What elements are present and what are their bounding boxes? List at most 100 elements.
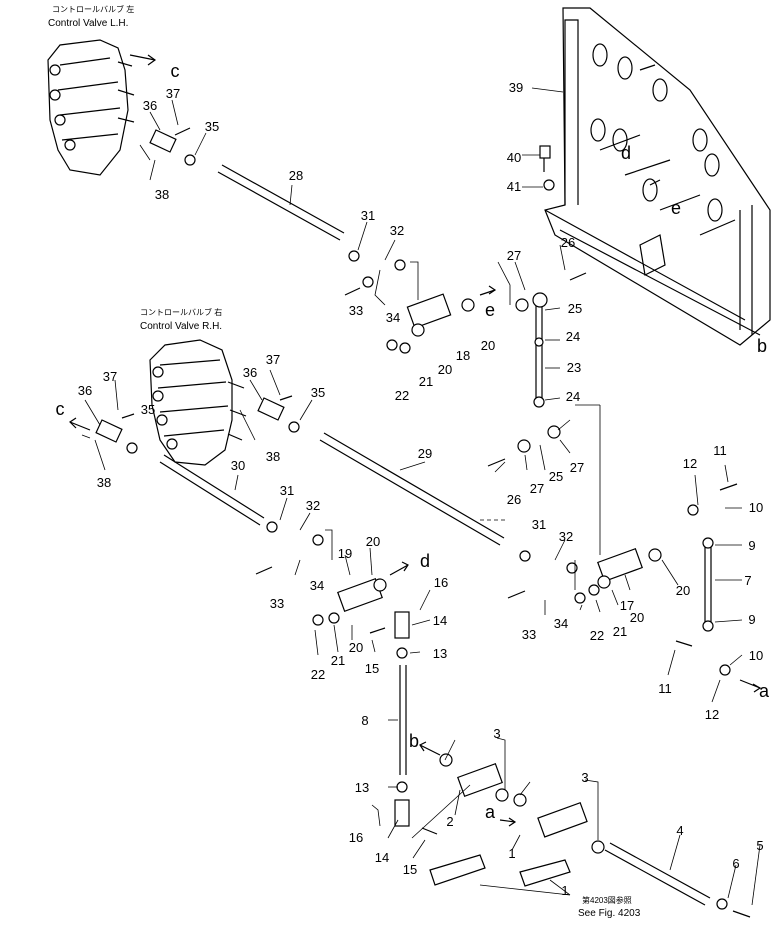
callout-22-c: 22 xyxy=(590,628,604,643)
callout-23: 23 xyxy=(567,360,581,375)
lever-17 xyxy=(597,547,643,583)
callout-15-lower: 15 xyxy=(403,862,417,877)
callout-31-b: 31 xyxy=(280,483,294,498)
callout-16-lower: 16 xyxy=(349,830,363,845)
callout-25-lower: 25 xyxy=(549,469,563,484)
leader-lines xyxy=(81,87,761,906)
callout-36-c: 36 xyxy=(243,365,257,380)
callout-41: 41 xyxy=(507,179,521,194)
callout-28: 28 xyxy=(289,168,303,183)
callout-1: 1 xyxy=(561,883,568,898)
callout-20-a: 20 xyxy=(481,338,495,353)
callout-10-upper: 10 xyxy=(749,500,763,515)
washers xyxy=(126,154,731,910)
caption-see-jp: 第4203図参照 xyxy=(582,895,632,905)
lever-2 xyxy=(457,762,503,798)
ref-b-plate: b xyxy=(757,336,767,356)
reference-arrows xyxy=(69,54,762,827)
callout-35-a: 35 xyxy=(205,119,219,134)
callout-39: 39 xyxy=(509,80,523,95)
callout-15-upper: 15 xyxy=(365,661,379,676)
callout-3-upper: 3 xyxy=(493,726,500,741)
rods xyxy=(159,164,712,906)
caption-rh-jp: コントロールバルブ 右 xyxy=(140,307,222,317)
callout-26-upper: 26 xyxy=(561,235,575,250)
link-left xyxy=(429,854,486,886)
callout-30: 30 xyxy=(231,458,245,473)
callout-20-e: 20 xyxy=(630,610,644,625)
callout-35-b: 35 xyxy=(141,402,155,417)
callout-33-c: 33 xyxy=(522,627,536,642)
ref-d-plate: d xyxy=(621,143,631,163)
callout-27-c: 27 xyxy=(570,460,584,475)
callout-34-a: 34 xyxy=(386,310,400,325)
callout-21-b: 21 xyxy=(331,653,345,668)
rod-29 xyxy=(319,432,505,546)
callout-9-upper: 9 xyxy=(748,538,755,553)
ref-a-lower: a xyxy=(485,802,496,822)
reference-letters: a a b b c c d d e e xyxy=(56,61,770,822)
callout-1-lever: 1 xyxy=(508,846,515,861)
callout-21-c: 21 xyxy=(613,624,627,639)
callout-18: 18 xyxy=(456,348,470,363)
callout-11-upper: 11 xyxy=(713,443,727,458)
ref-b-lower: b xyxy=(409,731,419,751)
ref-e-lever: e xyxy=(485,300,495,320)
callout-24-upper: 24 xyxy=(566,329,580,344)
callout-4: 4 xyxy=(676,823,683,838)
callout-10-lower: 10 xyxy=(749,648,763,663)
levers xyxy=(95,129,643,887)
rod-8 xyxy=(399,665,407,775)
joint-36-rh-left xyxy=(95,419,123,443)
callout-27-b: 27 xyxy=(530,481,544,496)
joint-36-rh-right xyxy=(257,397,285,421)
callout-38-c: 38 xyxy=(266,449,280,464)
joint-36-lh xyxy=(149,129,177,153)
ref-c-lower: c xyxy=(56,399,65,419)
rod-28 xyxy=(217,164,345,241)
callout-20-f: 20 xyxy=(676,583,690,598)
callout-32-a: 32 xyxy=(390,223,404,238)
clevis-14-upper xyxy=(394,611,410,639)
ref-e-plate: e xyxy=(671,198,681,218)
callout-34-c: 34 xyxy=(554,616,568,631)
callout-31-a: 31 xyxy=(361,208,375,223)
callout-20-c: 20 xyxy=(366,534,380,549)
callout-31-c: 31 xyxy=(532,517,546,532)
callout-36-b: 36 xyxy=(78,383,92,398)
callout-13-upper: 13 xyxy=(433,646,447,661)
callout-32-b: 32 xyxy=(306,498,320,513)
callout-7: 7 xyxy=(744,573,751,588)
caption-lh-jp: コントロールバルブ 左 xyxy=(52,4,134,14)
caption-see-en: See Fig. 4203 xyxy=(578,908,641,919)
ref-c-upper: c xyxy=(171,61,180,81)
lever-18 xyxy=(406,293,452,329)
callout-37-b: 37 xyxy=(103,369,117,384)
callout-11-lower: 11 xyxy=(658,681,672,696)
rod-23 xyxy=(535,300,543,400)
rod-30 xyxy=(159,454,265,526)
callout-16-upper: 16 xyxy=(434,575,448,590)
callout-29: 29 xyxy=(418,446,432,461)
callout-5: 5 xyxy=(756,838,763,853)
clevis-14-lower xyxy=(394,799,410,827)
callout-37-c: 37 xyxy=(266,352,280,367)
callout-25-upper: 25 xyxy=(568,301,582,316)
bolts xyxy=(121,127,751,918)
callout-38-b: 38 xyxy=(97,475,111,490)
callout-14-lower: 14 xyxy=(375,850,389,865)
callout-2: 2 xyxy=(446,814,453,829)
callout-3-lower: 3 xyxy=(581,770,588,785)
callout-33-b: 33 xyxy=(270,596,284,611)
callout-14-upper: 14 xyxy=(433,613,447,628)
callout-20-d: 20 xyxy=(349,640,363,655)
callout-33-a: 33 xyxy=(349,303,363,318)
caption-lh-en: Control Valve L.H. xyxy=(48,18,128,29)
callout-34-b: 34 xyxy=(310,578,324,593)
ref-d-lever: d xyxy=(420,551,430,571)
rod-4 xyxy=(604,842,711,906)
callout-36-a: 36 xyxy=(143,98,157,113)
control-valve-lh xyxy=(47,39,135,176)
rod-7 xyxy=(704,540,712,625)
